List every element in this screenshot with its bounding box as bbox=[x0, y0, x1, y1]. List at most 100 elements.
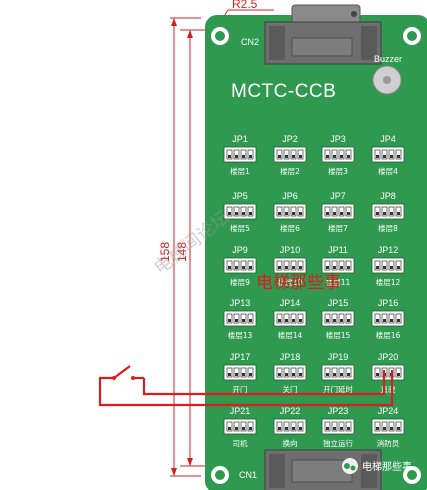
jumper-pin-dot bbox=[376, 266, 379, 269]
jumper-id-label: JP4 bbox=[380, 134, 396, 144]
jumper-pin-dot bbox=[228, 266, 231, 269]
jumper-pin-dot bbox=[235, 373, 238, 376]
jumper-pin-dot bbox=[249, 319, 252, 322]
jumper-pin bbox=[395, 367, 402, 378]
jumper-pin-dot bbox=[278, 427, 281, 430]
pcb-board bbox=[205, 15, 427, 490]
jumper-pin-dot bbox=[390, 266, 393, 269]
jumper-function-label: 楼层9 bbox=[230, 277, 250, 287]
jumper-function-label: 消防员 bbox=[377, 438, 400, 448]
jumper-pin bbox=[276, 260, 283, 271]
jumper-pin bbox=[226, 260, 233, 271]
jumper-pin-dot bbox=[285, 212, 288, 215]
jumper-pin bbox=[338, 206, 345, 217]
jumper-pin bbox=[233, 206, 240, 217]
jumper-pin bbox=[324, 149, 331, 160]
buzzer-label: Buzzer bbox=[374, 54, 402, 64]
jumper-pin bbox=[324, 421, 331, 432]
jumper-pin-dot bbox=[340, 212, 343, 215]
jumper-pin bbox=[345, 421, 352, 432]
brand-text: 电梯那些事 bbox=[362, 460, 412, 473]
jumper-id-label: JP19 bbox=[328, 352, 349, 362]
jumper-pin bbox=[324, 260, 331, 271]
jumper-pin bbox=[331, 421, 338, 432]
jumper-pin bbox=[247, 206, 254, 217]
jumper-pin-dot bbox=[299, 155, 302, 158]
jumper-pin-dot bbox=[333, 427, 336, 430]
jumper-pin bbox=[290, 421, 297, 432]
jumper-pin-dot bbox=[397, 155, 400, 158]
jumper-pin bbox=[276, 149, 283, 160]
jumper-pin bbox=[331, 367, 338, 378]
jumper-pin bbox=[388, 206, 395, 217]
jumper-pin bbox=[290, 367, 297, 378]
jumper-pin-dot bbox=[228, 427, 231, 430]
jumper-pin bbox=[226, 149, 233, 160]
jumper-pin-dot bbox=[340, 266, 343, 269]
jumper-pin-dot bbox=[285, 155, 288, 158]
jumper-pin bbox=[283, 421, 290, 432]
jumper-pin bbox=[240, 367, 247, 378]
jumper-pin-dot bbox=[383, 319, 386, 322]
jumper-pin bbox=[395, 149, 402, 160]
jumper-pin-dot bbox=[376, 427, 379, 430]
jumper-function-label: 楼层2 bbox=[280, 166, 300, 176]
jumper-pin bbox=[283, 313, 290, 324]
jumper-pin-dot bbox=[326, 155, 329, 158]
jumper-pin-dot bbox=[235, 266, 238, 269]
dimension-inner-label: 148 bbox=[175, 242, 189, 262]
jumper-function-label: 楼层5 bbox=[230, 223, 250, 233]
jumper-pin-dot bbox=[242, 155, 245, 158]
jumper-pin bbox=[345, 149, 352, 160]
jumper-pin bbox=[290, 206, 297, 217]
jumper-pin-dot bbox=[249, 427, 252, 430]
jumper-pin-dot bbox=[390, 319, 393, 322]
jumper-pin-dot bbox=[242, 427, 245, 430]
jumper-pin bbox=[331, 313, 338, 324]
jumper-id-label: JP15 bbox=[328, 298, 349, 308]
jumper-pin-dot bbox=[347, 373, 350, 376]
jumper-pin-dot bbox=[376, 373, 379, 376]
jumper-pin-dot bbox=[228, 212, 231, 215]
jumper-pin bbox=[247, 367, 254, 378]
jumper-id-label: JP16 bbox=[378, 298, 399, 308]
jumper-pin-dot bbox=[390, 212, 393, 215]
jumper-pin bbox=[374, 421, 381, 432]
jumper-pin bbox=[276, 421, 283, 432]
jumper-id-label: JP12 bbox=[378, 245, 399, 255]
jumper-pin bbox=[276, 206, 283, 217]
jumper-pin-dot bbox=[292, 373, 295, 376]
jumper-pin bbox=[381, 260, 388, 271]
jumper-pin bbox=[247, 149, 254, 160]
jumper-pin bbox=[247, 421, 254, 432]
jumper-id-label: JP1 bbox=[232, 134, 248, 144]
brand-badge bbox=[342, 458, 358, 474]
jumper-pin bbox=[283, 149, 290, 160]
radius-label: R2.5 bbox=[232, 0, 258, 11]
jumper-pin bbox=[388, 313, 395, 324]
jumper-pin bbox=[240, 149, 247, 160]
jumper-pin-dot bbox=[333, 373, 336, 376]
jumper-pin-dot bbox=[347, 427, 350, 430]
jumper-pin bbox=[338, 421, 345, 432]
jumper-id-label: JP20 bbox=[378, 352, 399, 362]
jumper-pin bbox=[240, 421, 247, 432]
jumper-pin-dot bbox=[285, 427, 288, 430]
jumper-pin-dot bbox=[383, 266, 386, 269]
jumper-pin-dot bbox=[383, 155, 386, 158]
connector-cn1-label: CN1 bbox=[239, 470, 257, 480]
jumper-grid: JP1楼层1JP2楼层2JP3楼层3JP4楼层4JP5楼层5JP6楼层6JP7楼… bbox=[223, 134, 405, 448]
jumper-pin-dot bbox=[333, 155, 336, 158]
jumper-id-label: JP23 bbox=[328, 406, 349, 416]
